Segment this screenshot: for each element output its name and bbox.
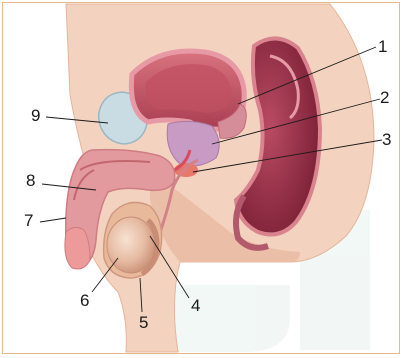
label-7: 7 (24, 212, 33, 229)
label-6: 6 (80, 292, 89, 309)
label-2: 2 (380, 89, 389, 106)
label-5: 5 (139, 314, 148, 331)
glans (65, 227, 90, 269)
testis (107, 217, 155, 273)
bulbourethral-gland (174, 163, 198, 177)
label-3: 3 (382, 131, 391, 148)
label-9: 9 (31, 107, 40, 124)
label-4: 4 (191, 297, 200, 314)
label-1: 1 (378, 38, 387, 55)
prostate (167, 121, 219, 166)
label-8: 8 (26, 172, 35, 189)
